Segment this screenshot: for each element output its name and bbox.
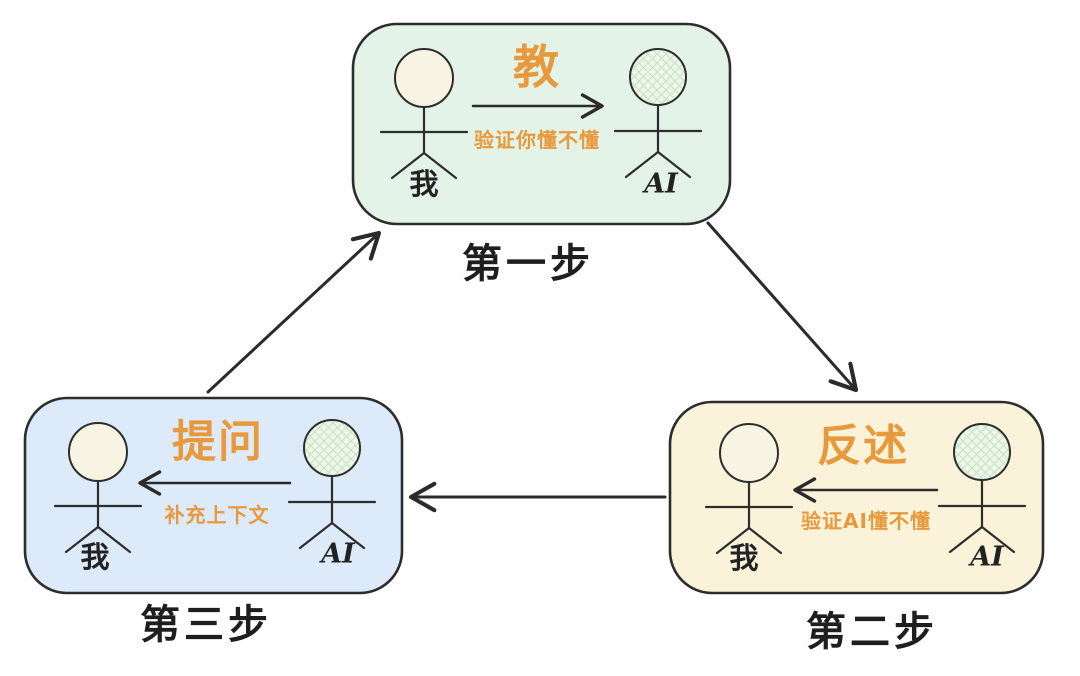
ai-head	[953, 423, 1011, 481]
ai-figure: AI	[937, 423, 1027, 573]
flow-arrow-step1-to-step2	[706, 221, 859, 393]
ai-label: AI	[967, 542, 1005, 573]
step-3-label: 第三步	[140, 602, 272, 648]
step-1-caption: 验证你懂不懂	[474, 128, 600, 152]
ai-label: AI	[318, 539, 356, 570]
step-3-caption: 补充上下文	[164, 503, 270, 527]
step-1-title: 教	[513, 40, 559, 94]
step-2-group: 反述 我 AI 验证AI懂不懂	[668, 400, 1045, 595]
me-head	[68, 422, 128, 482]
flow-arrow-step3-to-step1	[206, 230, 382, 394]
step-2-caption: 验证AI懂不懂	[801, 509, 931, 533]
step-3-title: 提问	[172, 417, 264, 468]
ai-figure: AI	[287, 419, 377, 570]
ai-head	[629, 48, 687, 106]
me-figure: 我	[704, 423, 794, 575]
step-1-group: 教 我 AI 验证你懂不懂	[351, 22, 732, 226]
me-figure: 我	[379, 48, 469, 201]
me-label: 我	[409, 167, 438, 201]
me-head	[394, 48, 454, 108]
ai-figure: AI	[613, 48, 703, 200]
me-head	[719, 423, 779, 483]
me-label: 我	[80, 540, 109, 574]
ai-head	[303, 419, 361, 477]
me-label: 我	[729, 541, 758, 575]
me-figure: 我	[53, 422, 143, 574]
step-1-label: 第一步	[462, 241, 594, 287]
step-3-group: 提问 我 AI 补充上下文	[23, 396, 404, 595]
step-2-title: 反述	[817, 421, 909, 472]
step-2-label: 第二步	[806, 609, 938, 655]
ai-label: AI	[641, 169, 679, 200]
